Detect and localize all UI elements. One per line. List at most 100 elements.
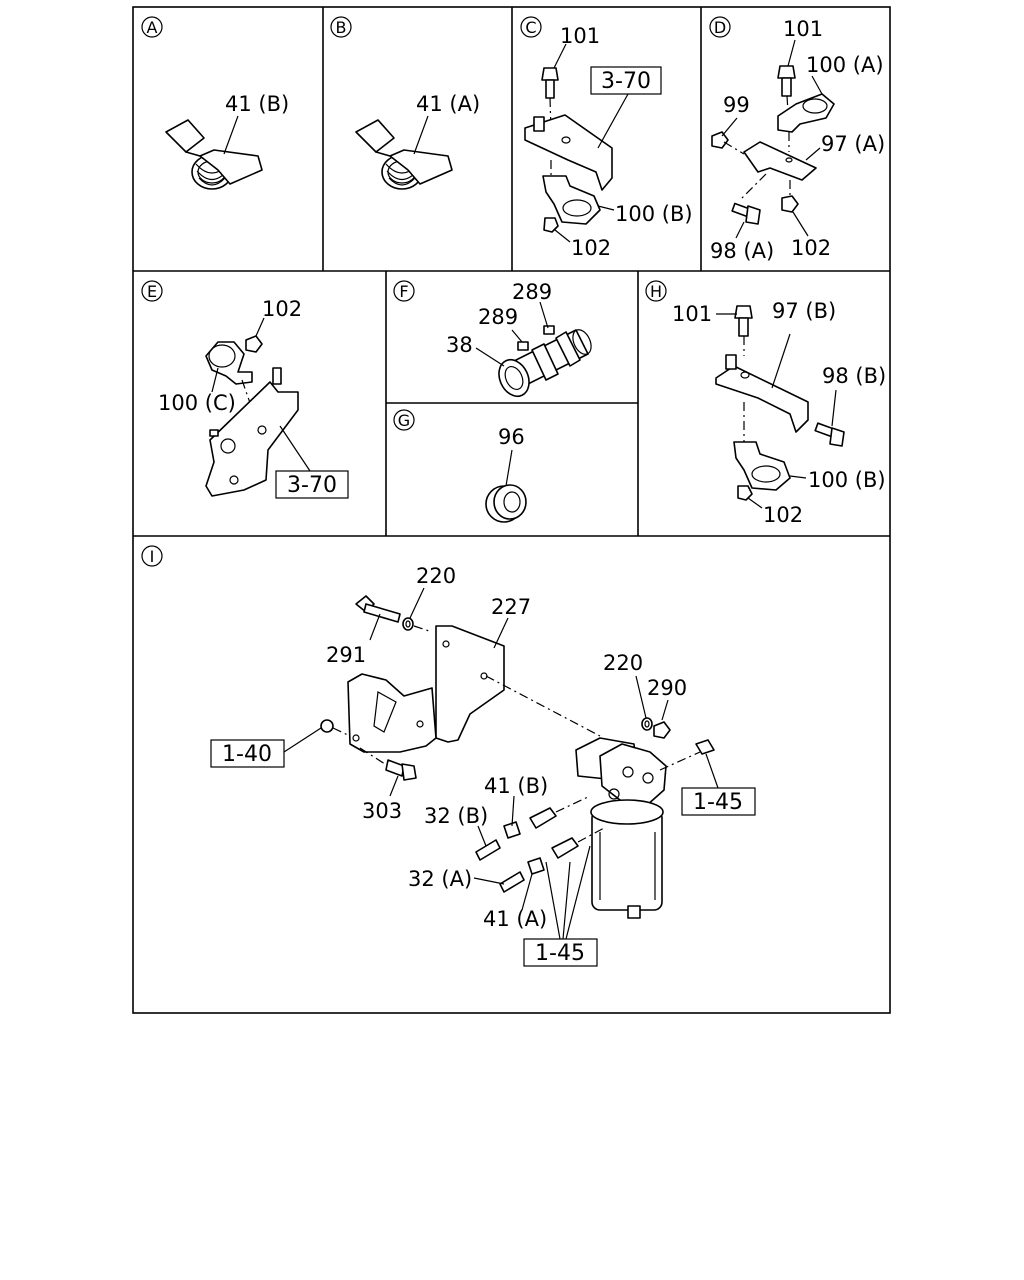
part-label: 102: [791, 236, 831, 260]
section-marker-f: F: [393, 280, 415, 302]
part-label: 102: [571, 236, 611, 260]
diagram-frame: [132, 6, 891, 1014]
reference-box: [523, 938, 598, 967]
part-label: 99: [723, 93, 750, 117]
part-label: 303: [362, 799, 402, 823]
part-label: 101: [783, 17, 823, 41]
leader-line: [511, 329, 523, 343]
leader-line: [735, 221, 745, 239]
hose-clamp-drawing: [503, 795, 605, 875]
leader-line: [554, 229, 571, 243]
part-label: 32 (A): [408, 867, 472, 891]
leader-line: [789, 475, 807, 479]
section-marker-c: C: [520, 16, 542, 38]
part-label: 41 (A): [416, 92, 480, 116]
clip-drawing: [777, 93, 835, 133]
part-label: 102: [763, 503, 803, 527]
leader-line: [389, 775, 399, 797]
leader-line: [413, 115, 429, 155]
leader-line: [721, 117, 738, 137]
leader-line: [477, 825, 487, 847]
section-marker-b: B: [330, 16, 352, 38]
washer-drawing: [402, 617, 433, 633]
svg-text:D: D: [714, 18, 726, 37]
hose-drawing: [498, 325, 592, 398]
leader-line: [211, 367, 219, 393]
bracket-drawing: [347, 625, 601, 753]
leader-line: [553, 43, 567, 69]
bracket-drawing: [715, 354, 809, 433]
part-label: 38: [446, 333, 473, 357]
part-label: 98 (B): [822, 364, 886, 388]
reference-box: [590, 66, 662, 95]
reference-label: 1-45: [693, 790, 743, 815]
svg-text:A: A: [147, 18, 158, 37]
part-label: 98 (A): [710, 239, 774, 263]
part-label: 220: [603, 651, 643, 675]
leader-line: [409, 587, 425, 619]
svg-text:C: C: [525, 18, 536, 37]
part-label: 102: [262, 297, 302, 321]
leader-line: [771, 333, 791, 389]
leader-line: [597, 205, 615, 211]
leader-line: [493, 617, 509, 649]
svg-text:H: H: [650, 282, 662, 301]
clip-drawing: [205, 341, 253, 385]
part-label: 100 (B): [615, 202, 693, 226]
section-marker-g: G: [393, 409, 415, 431]
part-label: 100 (C): [158, 391, 236, 415]
leader-line: [473, 877, 505, 885]
leader-line: [539, 301, 549, 329]
bolt-drawing: [777, 65, 796, 113]
washer-drawing: [641, 717, 653, 731]
part-label: 100 (B): [808, 468, 886, 492]
reference-label: 1-40: [222, 742, 272, 767]
hose-clamp-drawing: [355, 119, 453, 190]
part-label: 289: [478, 305, 518, 329]
svg-text:G: G: [398, 411, 410, 430]
part-label: 41 (B): [484, 774, 548, 798]
part-label: 101: [560, 24, 600, 48]
leader-line: [562, 861, 571, 940]
clip-drawing: [733, 402, 791, 501]
fuel-filter-drawing: [575, 737, 715, 919]
bolt-drawing: [814, 422, 845, 447]
grommet-drawing: [485, 484, 527, 523]
svg-text:B: B: [336, 18, 347, 37]
part-label: 41 (A): [483, 907, 547, 931]
part-label: 97 (A): [821, 132, 885, 156]
bracket-drawing: [743, 132, 817, 181]
section-marker-i: I: [141, 545, 163, 567]
part-label: 291: [326, 643, 366, 667]
nut-drawing: [320, 719, 351, 737]
leader-line: [521, 873, 533, 911]
part-label: 96: [498, 425, 525, 449]
leader-line: [255, 317, 265, 337]
part-label: 290: [647, 676, 687, 700]
reference-box: [275, 470, 349, 499]
leader-line: [505, 449, 513, 487]
leader-line: [279, 425, 311, 472]
leader-line: [565, 845, 591, 940]
part-label: 101: [672, 302, 712, 326]
reference-label: 3-70: [601, 69, 651, 94]
leader-line: [635, 675, 647, 719]
svg-text:E: E: [147, 282, 157, 301]
part-label: 289: [512, 280, 552, 304]
leader-line: [661, 699, 669, 721]
leader-line: [831, 389, 837, 427]
bolt-drawing: [734, 305, 753, 356]
leader-line: [223, 115, 239, 155]
reference-label: 1-45: [535, 941, 585, 966]
part-label: 220: [416, 564, 456, 588]
leader-line: [747, 497, 763, 509]
bolt-drawing: [731, 173, 767, 225]
part-label: 32 (B): [424, 804, 488, 828]
section-marker-e: E: [141, 280, 163, 302]
nut-drawing: [711, 131, 745, 155]
clip-drawing: [542, 160, 601, 233]
nut-drawing: [245, 335, 263, 353]
leader-line: [511, 795, 515, 827]
bolt-drawing: [359, 747, 417, 781]
